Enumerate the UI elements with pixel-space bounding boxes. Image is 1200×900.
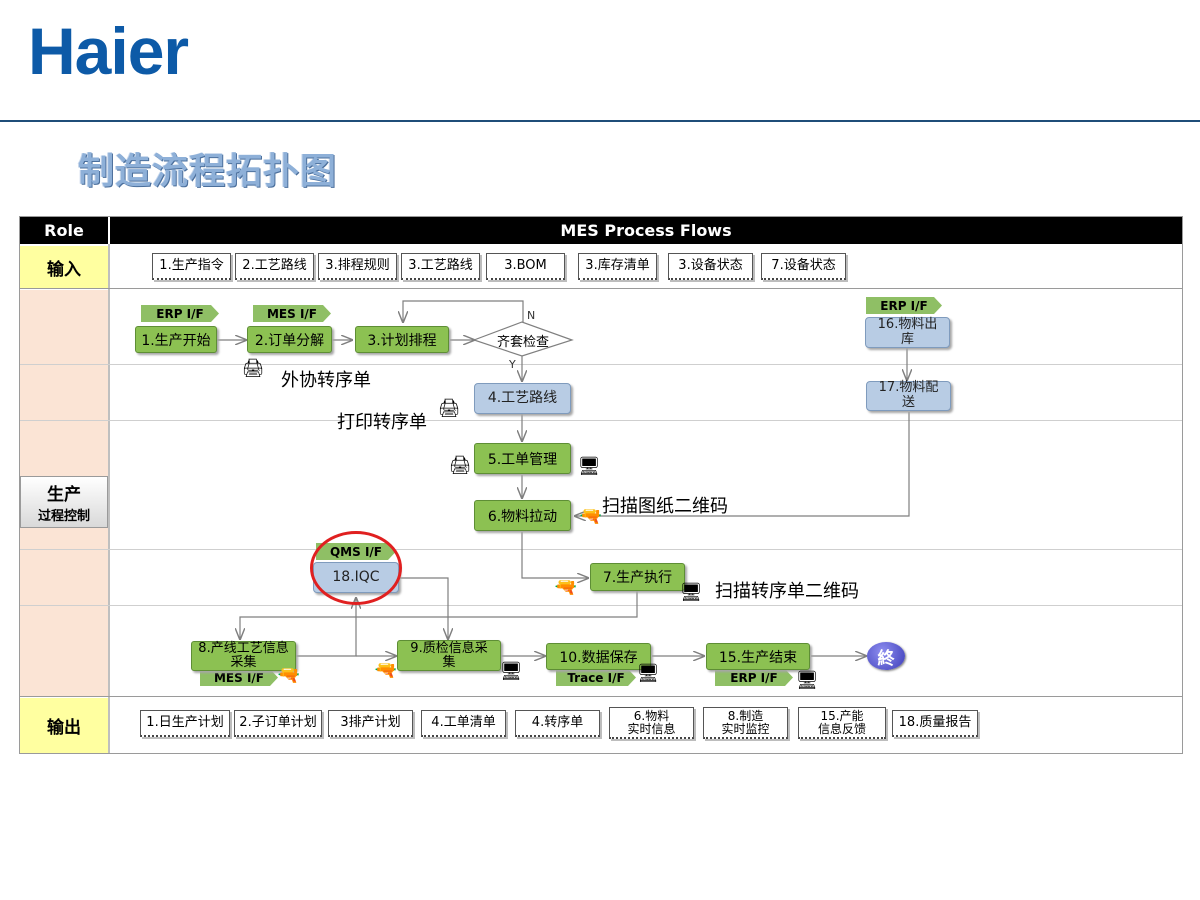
- input-doc: 1.生产指令: [152, 253, 231, 280]
- barcode-scanner-icon: 🔫: [579, 506, 603, 527]
- output-doc: 1.日生产计划: [140, 710, 230, 737]
- row-line: [20, 605, 1182, 606]
- step-2-order-split: 2.订单分解: [247, 326, 332, 353]
- step-15-end: 15.生产结束: [706, 643, 810, 670]
- output-doc: 4.工单清单: [421, 710, 506, 737]
- step-1-start: 1.生产开始: [135, 326, 217, 353]
- terminal-icon: 🖥: [636, 663, 660, 684]
- row-line: [20, 549, 1182, 550]
- column-divider: [108, 244, 110, 753]
- role-process-line1: 生产: [47, 485, 81, 505]
- mes-interface-tag: MES I/F: [253, 305, 331, 322]
- input-doc: 3.排程规则: [318, 253, 397, 280]
- yes-label: Y: [509, 358, 516, 371]
- barcode-scanner-icon: 🔫: [277, 665, 301, 686]
- step-10-data-save: 10.数据保存: [546, 643, 651, 670]
- step-8-process-collect: 8.产线工艺信息采集: [191, 641, 296, 671]
- input-doc: 3.BOM: [486, 253, 565, 280]
- print-transfer-label: 打印转序单: [337, 412, 427, 433]
- step-7-execution: 7.生产执行: [590, 563, 685, 591]
- role-output: 输出: [20, 698, 108, 753]
- printer-icon: 🖨: [437, 398, 461, 419]
- process-table: [19, 216, 1183, 754]
- input-doc: 3.库存清单: [578, 253, 657, 280]
- check-decision: 齐套检查: [496, 335, 549, 350]
- haier-logo: Haier: [28, 14, 189, 88]
- trace-interface-tag: Trace I/F: [556, 669, 636, 686]
- step-17-material-delivery: 17.物料配送: [866, 380, 951, 411]
- input-doc: 3.工艺路线: [401, 253, 480, 280]
- role-process-line2: 过程控制: [37, 509, 90, 524]
- header-divider: [0, 120, 1200, 122]
- output-doc: 4.转序单: [515, 710, 600, 737]
- step-5-work-order: 5.工单管理: [474, 443, 571, 474]
- input-doc: 3.设备状态: [668, 253, 753, 280]
- erp-interface-tag: ERP I/F: [715, 669, 793, 686]
- output-doc: 6.物料 实时信息: [609, 707, 694, 739]
- input-doc: 7.设备状态: [761, 253, 846, 280]
- printer-icon: 🖨: [448, 455, 472, 476]
- row-line: [20, 288, 1182, 289]
- output-doc: 2.子订单计划: [234, 710, 322, 737]
- erp-interface-tag: ERP I/F: [866, 297, 942, 314]
- no-label: N: [527, 309, 536, 322]
- terminal-icon: 🖥: [679, 582, 703, 603]
- page-title: 制造流程拓扑图: [78, 151, 338, 192]
- row-line: [20, 420, 1182, 421]
- row-line: [20, 696, 1182, 697]
- terminal-icon: 🖥: [577, 456, 601, 477]
- output-doc: 8.制造 实时监控: [703, 707, 788, 739]
- outsource-transfer-label: 外协转序单: [281, 370, 371, 391]
- step-16-material-out: 16.物料出库: [865, 317, 950, 348]
- scan-drawing-label: 扫描图纸二维码: [602, 496, 728, 517]
- output-doc: 3排产计划: [328, 710, 413, 737]
- printer-icon: 🖨: [241, 358, 265, 379]
- terminal-icon: 🖥: [499, 661, 523, 682]
- role-input: 输入: [20, 246, 108, 288]
- iqc-highlight-circle: [310, 531, 402, 605]
- step-6-material-pull: 6.物料拉动: [474, 500, 571, 531]
- step-3-scheduling: 3.计划排程: [355, 326, 449, 353]
- row-line: [20, 364, 1182, 365]
- output-doc: 15.产能 信息反馈: [798, 707, 886, 739]
- barcode-scanner-icon: 🔫: [374, 660, 398, 681]
- scan-transfer-label: 扫描转序单二维码: [715, 581, 859, 602]
- barcode-scanner-icon: 🔫: [554, 577, 578, 598]
- step-9-qc-collect: 9.质检信息采集: [397, 640, 501, 671]
- terminal-icon: 🖥: [795, 670, 819, 691]
- role-header: Role: [20, 217, 108, 244]
- mes-interface-tag: MES I/F: [200, 669, 278, 686]
- erp-interface-tag: ERP I/F: [141, 305, 219, 322]
- output-doc: 18.质量报告: [892, 710, 978, 737]
- end-terminator: 終: [867, 642, 905, 670]
- flows-header: MES Process Flows: [110, 217, 1182, 244]
- input-doc: 2.工艺路线: [235, 253, 314, 280]
- step-4-routing: 4.工艺路线: [474, 383, 571, 414]
- role-process: 生产 过程控制: [20, 476, 108, 528]
